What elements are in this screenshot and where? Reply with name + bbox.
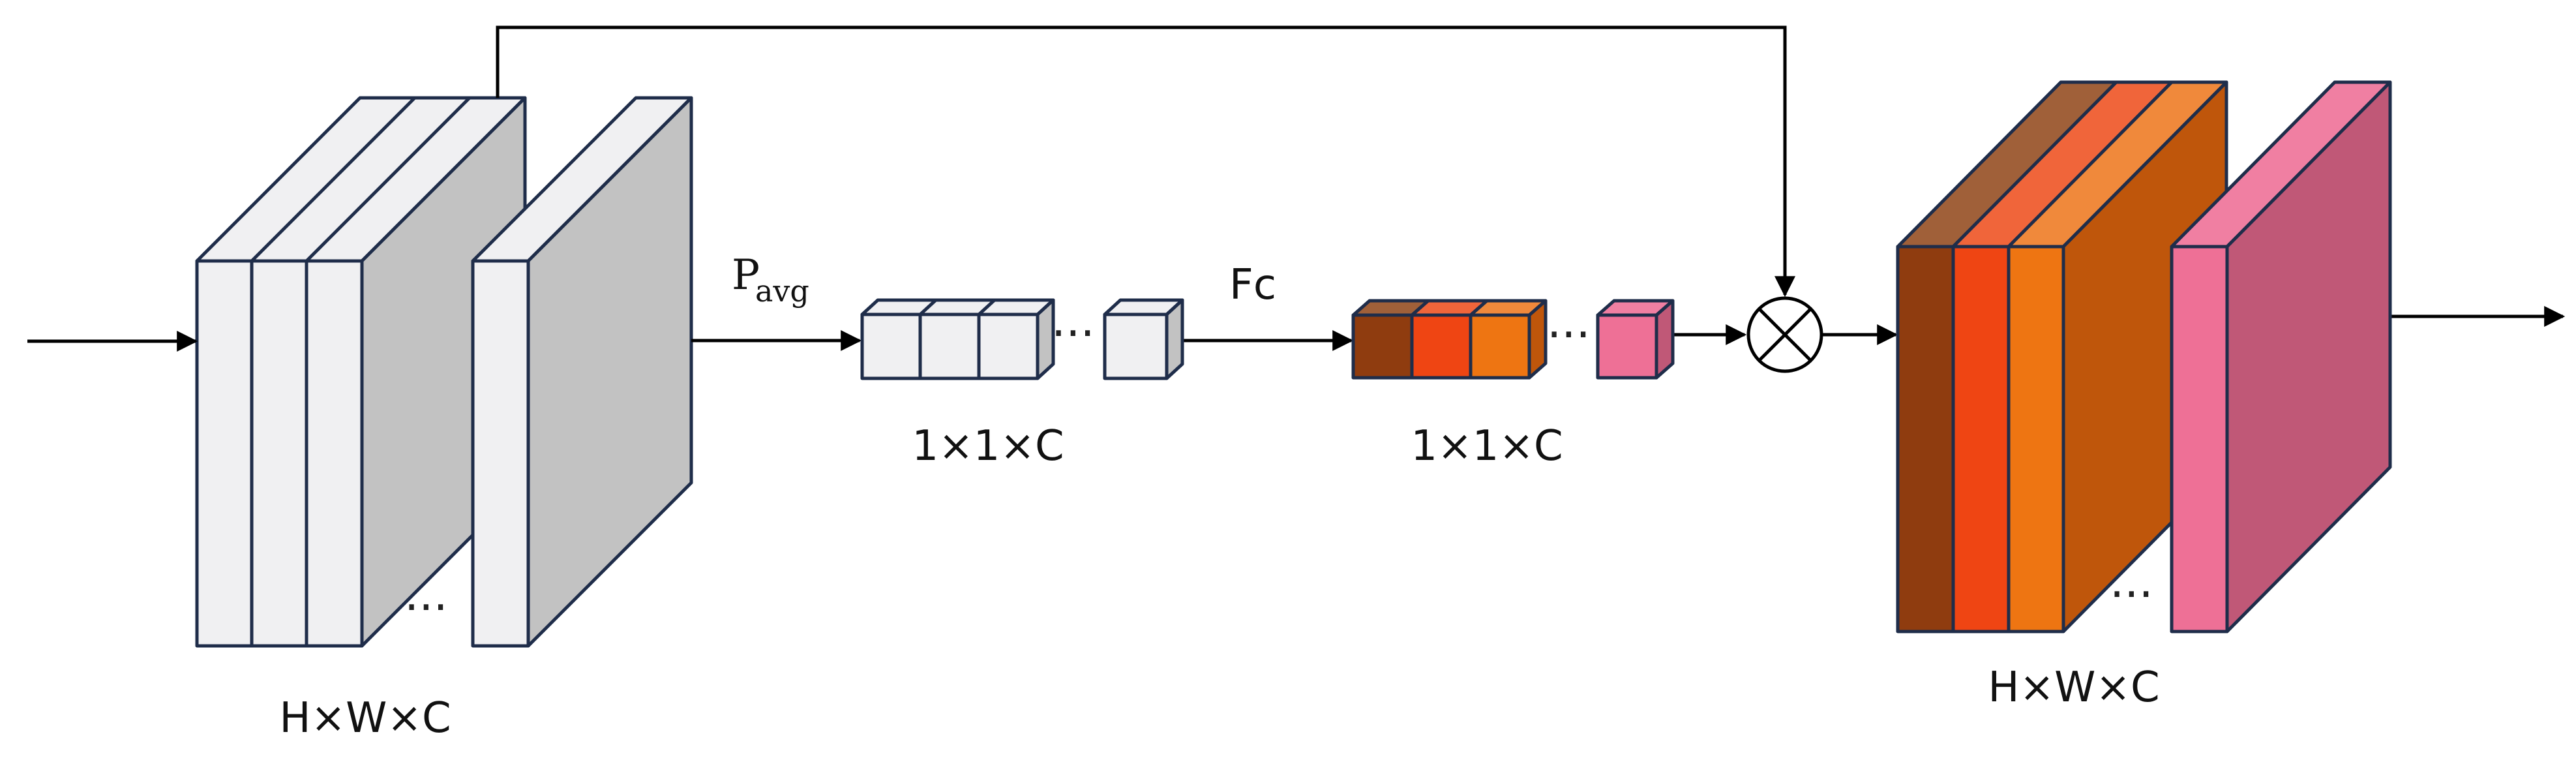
skip-connection-arrow (496, 25, 1795, 297)
pooled-cube-3 (977, 312, 1040, 380)
output-slice-2 (1951, 245, 2011, 633)
input-last-slice-front (471, 259, 530, 648)
input-dims-label: H×W×C (279, 694, 451, 742)
svg-text:P: P (732, 251, 760, 299)
pooled-vector: ··· (860, 298, 1184, 380)
input-feature-map: ··· (195, 96, 693, 648)
pooled-cube-2 (918, 312, 981, 380)
output-slice-1 (1896, 245, 1955, 633)
circled-times-icon (1746, 296, 1823, 373)
input-slice-3 (305, 259, 364, 648)
output-ellipsis: ··· (2110, 568, 2153, 621)
weight-ellipsis: ··· (1547, 308, 1591, 361)
pooled-dims-label: 1×1×C (912, 422, 1064, 470)
fc-label: Fc (1229, 261, 1276, 309)
weight-cube-2 (1410, 313, 1473, 380)
weight-cube-3 (1469, 313, 1531, 380)
output-slice-3 (2007, 245, 2065, 633)
output-last-slice-front (2170, 245, 2229, 633)
fc-dims-label: 1×1×C (1411, 422, 1563, 470)
weight-cube-1 (1351, 313, 1414, 380)
input-slice-1 (195, 259, 254, 648)
output-feature-map: ··· (1896, 80, 2392, 633)
output-dims-label: H×W×C (1988, 663, 2159, 712)
input-ellipsis: ··· (404, 581, 448, 634)
fc-weight-vector: ··· (1351, 299, 1675, 380)
svg-text:avg: avg (755, 273, 809, 309)
pooled-cube-last (1103, 312, 1169, 380)
pool-label: P avg (732, 251, 809, 309)
weight-cube-last (1596, 313, 1658, 380)
pooled-ellipsis: ··· (1051, 307, 1095, 360)
input-slice-2 (250, 259, 308, 648)
pooled-cube-1 (860, 312, 922, 380)
